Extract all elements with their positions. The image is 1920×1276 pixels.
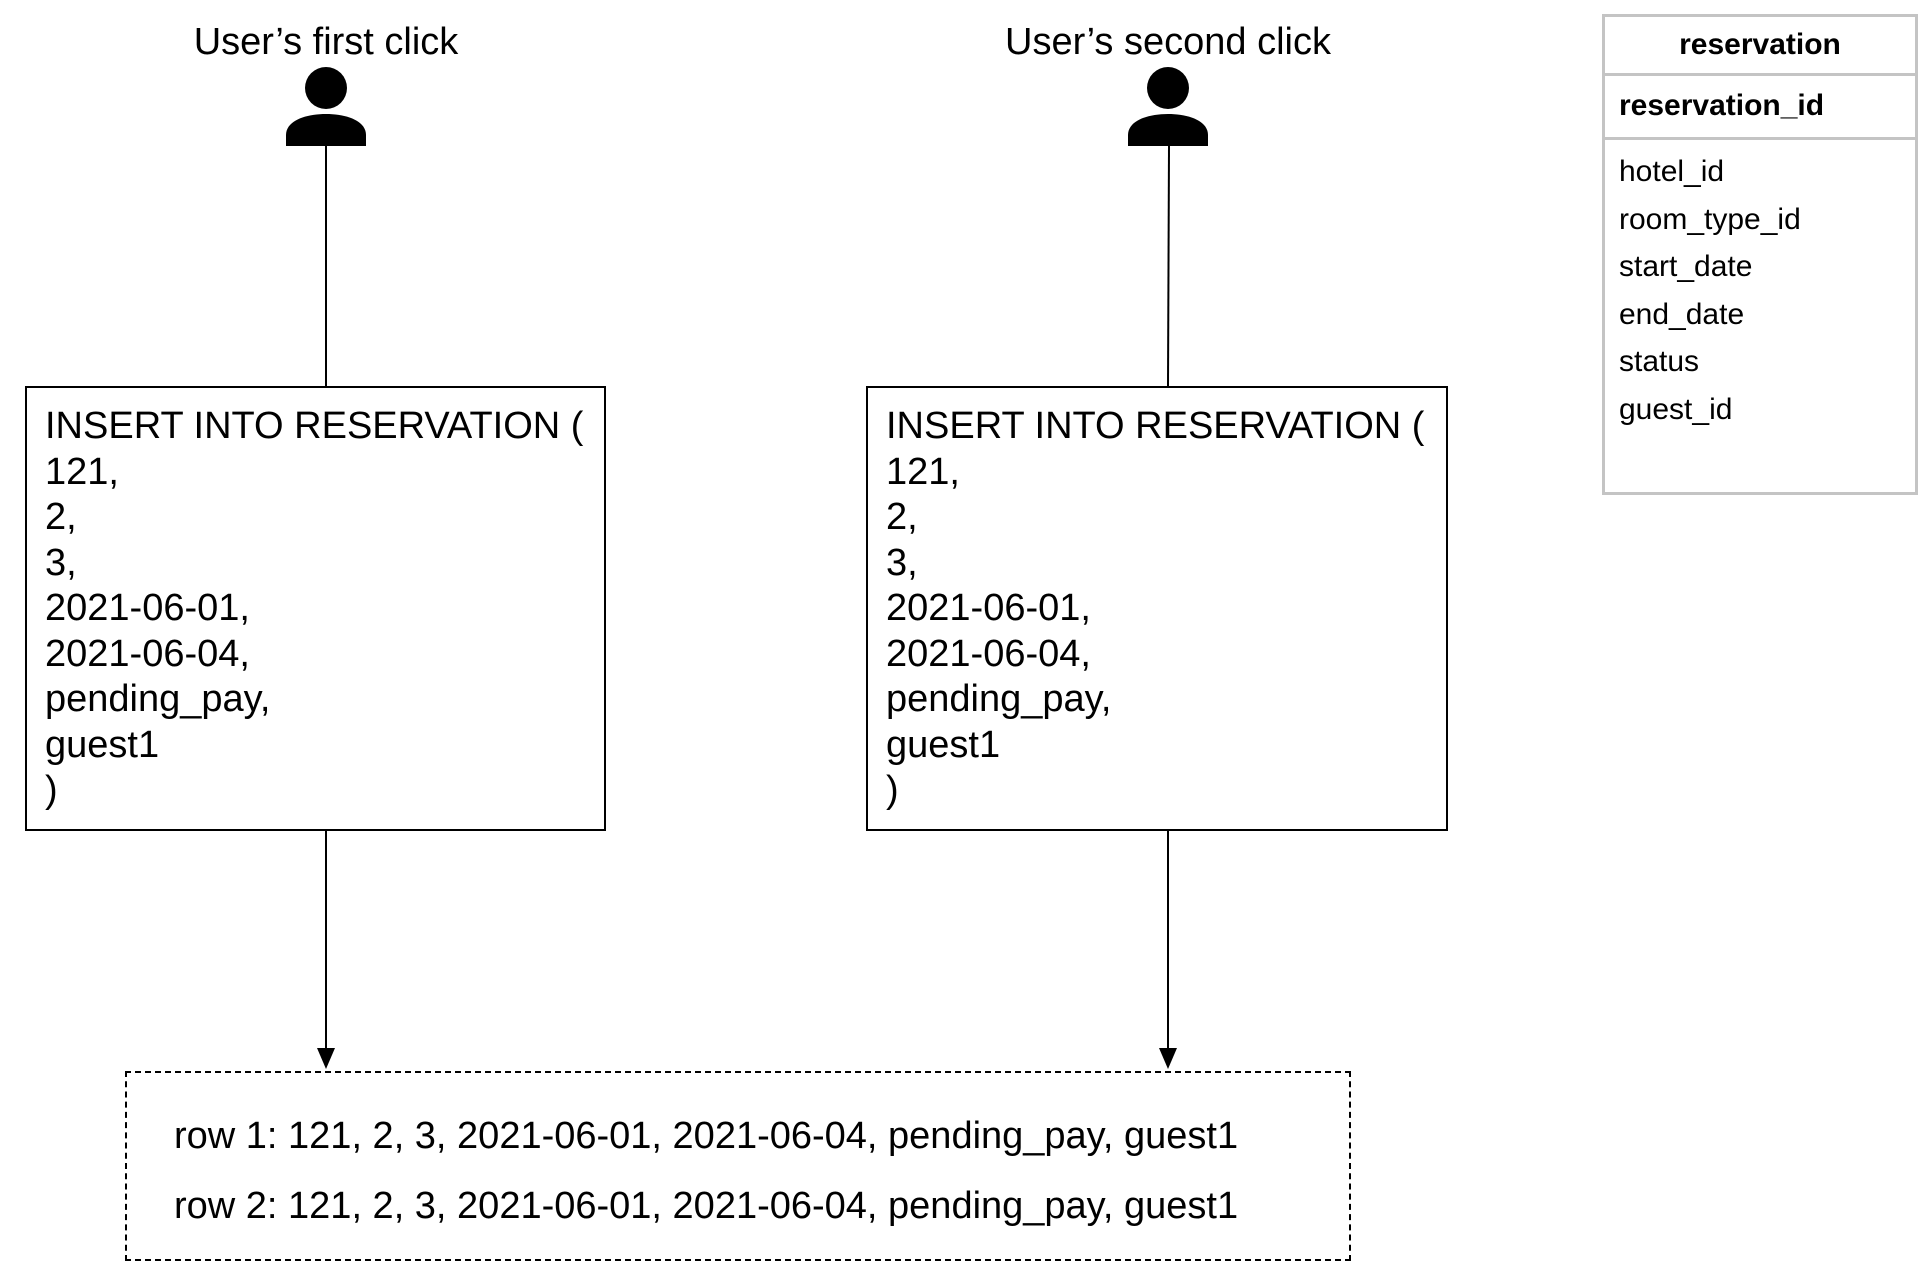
table-field: status (1619, 345, 1700, 378)
query-line: pending_pay, (886, 678, 1112, 720)
user-second-click-label: User’s second click (1005, 21, 1331, 63)
connector-user2-query2 (1167, 145, 1170, 387)
query-line: guest1 (45, 723, 160, 766)
query-line: 2, (45, 496, 77, 538)
query-line: 2021-06-01, (45, 587, 250, 629)
result-row-1: row 1: 121, 2, 3, 2021-06-01, 2021-06-04… (174, 1115, 1239, 1157)
query-line: 2021-06-01, (886, 587, 1091, 629)
table-field: room_type_id (1619, 202, 1801, 236)
query-line: 121, (45, 450, 119, 493)
result-rows-box: row 1: 121, 2, 3, 2021-06-01, 2021-06-04… (125, 1071, 1351, 1261)
arrow-query1-result (317, 831, 335, 1069)
query-line: ) (886, 769, 899, 811)
table-field-list: hotel_id room_type_id start_date end_dat… (1605, 140, 1915, 433)
reservation-table-schema: reservation reservation_id hotel_id room… (1602, 14, 1918, 495)
query-line: 2021-06-04, (45, 632, 250, 675)
user-icon (1128, 67, 1208, 146)
insert-query-box-second: INSERT INTO RESERVATION ( 121, 2, 3, 202… (866, 386, 1448, 831)
table-name: reservation (1605, 17, 1915, 76)
query-line: INSERT INTO RESERVATION ( (45, 405, 584, 447)
query-line: INSERT INTO RESERVATION ( (886, 405, 1425, 447)
query-line: 2, (886, 496, 918, 538)
table-field: end_date (1619, 297, 1745, 331)
user-icon (286, 67, 366, 146)
table-primary-key: reservation_id (1605, 76, 1915, 140)
arrow-query2-result (1159, 831, 1177, 1069)
table-field: hotel_id (1619, 155, 1725, 188)
table-field: guest_id (1619, 392, 1733, 426)
user-first-click-label: User’s first click (193, 21, 459, 63)
query-line: ) (45, 769, 58, 811)
query-line: guest1 (886, 723, 1001, 766)
query-line: pending_pay, (45, 678, 271, 720)
query-line: 121, (886, 450, 960, 493)
query-line: 3, (45, 541, 77, 584)
insert-query-box-first: INSERT INTO RESERVATION ( 121, 2, 3, 202… (25, 386, 606, 831)
result-row-2: row 2: 121, 2, 3, 2021-06-01, 2021-06-04… (174, 1185, 1239, 1227)
query-line: 3, (886, 541, 918, 584)
table-field: start_date (1619, 250, 1753, 283)
query-line: 2021-06-04, (886, 632, 1091, 675)
